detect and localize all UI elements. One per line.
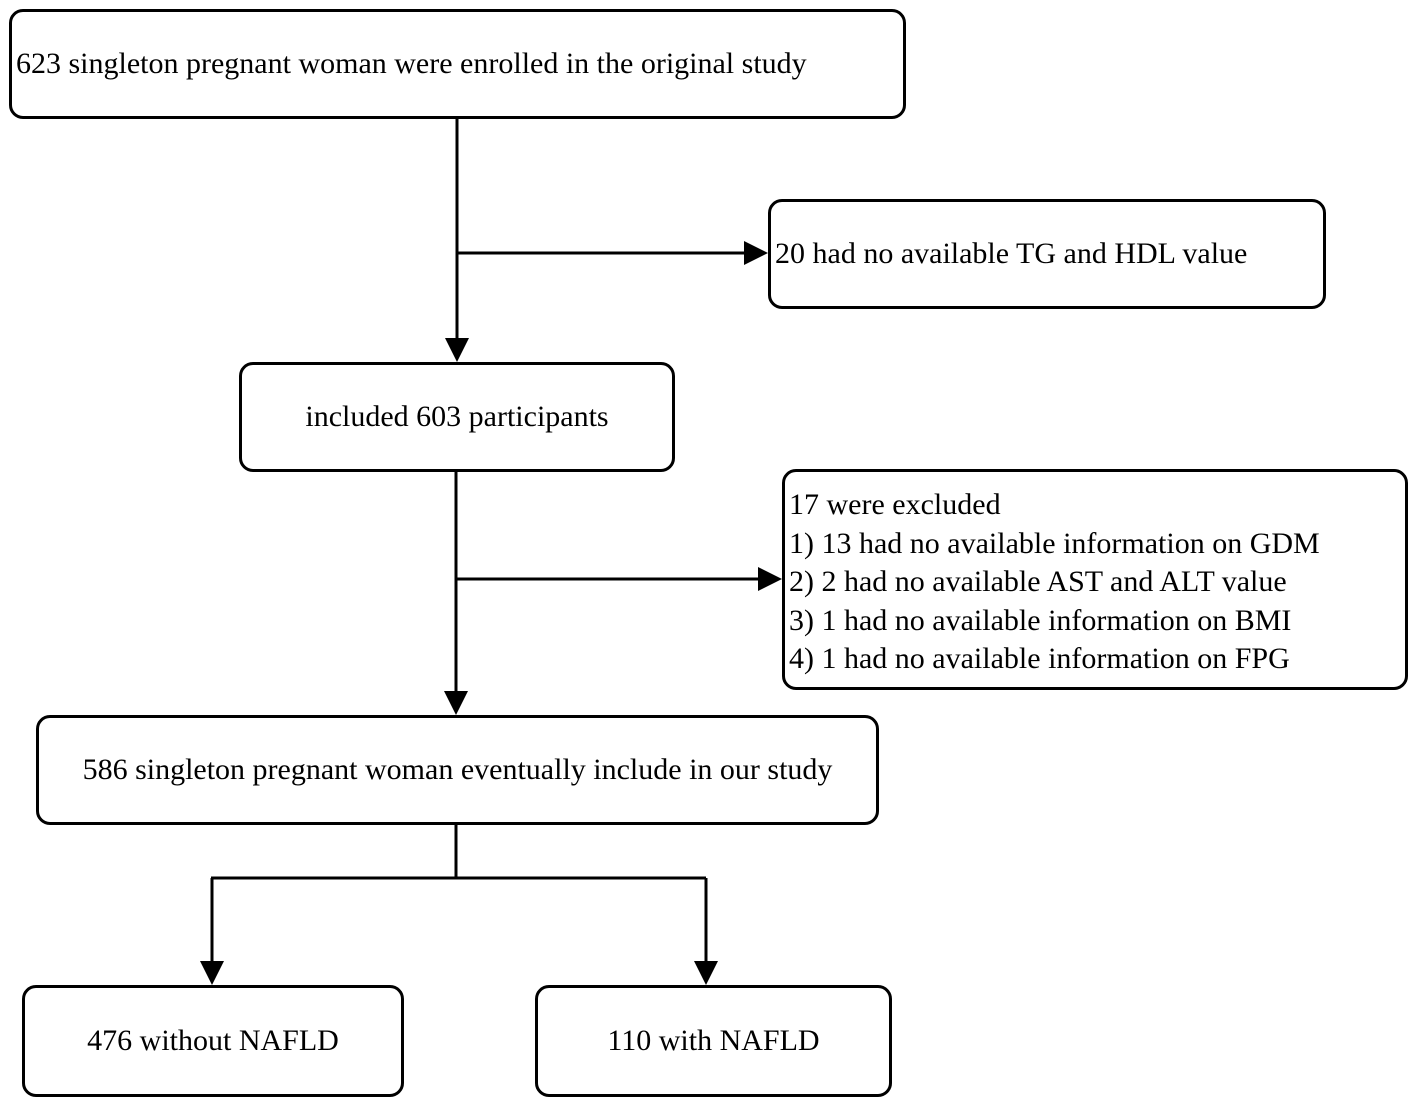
arrowhead-final [444, 691, 468, 715]
exclusion-reason: 2) 2 had no available AST and ALT value [789, 565, 1287, 598]
exclusion-reason: 3) 1 had no available information on BMI [789, 603, 1292, 637]
exclusion-header: 17 were excluded [789, 488, 1001, 521]
enrolled-box: 623 singleton pregnant woman were enroll… [9, 9, 906, 119]
arrowhead-with-nafld [694, 961, 718, 985]
exclusion-list-box: 17 were excluded 1) 13 had no available … [782, 469, 1408, 690]
arrowhead-exclusion-list [758, 567, 782, 591]
exclusion-reason: 4) 1 had no available information on FPG [789, 642, 1290, 675]
with-nafld-box: 110 with NAFLD [535, 985, 892, 1097]
arrowhead-without-nafld [200, 961, 224, 985]
enrolled-text: 623 singleton pregnant woman were enroll… [16, 47, 807, 80]
with-nafld-text: 110 with NAFLD [607, 1024, 820, 1057]
included-box: included 603 participants [239, 362, 675, 472]
without-nafld-text: 476 without NAFLD [87, 1024, 339, 1057]
without-nafld-box: 476 without NAFLD [22, 985, 404, 1097]
exclusion-reason: 1) 13 had no available information on GD… [789, 526, 1320, 560]
arrowhead-tg-hdl [744, 241, 768, 265]
tg-hdl-exclusion-box: 20 had no available TG and HDL value [768, 199, 1326, 309]
tg-hdl-exclusion-text: 20 had no available TG and HDL value [775, 237, 1248, 270]
arrowhead-included [445, 338, 469, 362]
final-cohort-box: 586 singleton pregnant woman eventually … [36, 715, 879, 825]
included-text: included 603 participants [305, 400, 609, 433]
final-cohort-text: 586 singleton pregnant woman eventually … [82, 753, 833, 786]
